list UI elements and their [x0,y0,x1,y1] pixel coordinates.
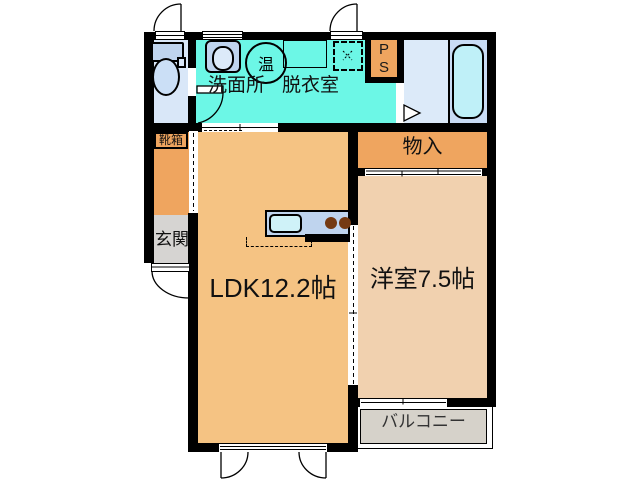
window-toilet [155,31,185,40]
washroom-sliding-door [202,123,278,132]
wall-left [144,32,154,263]
ldk-label: LDK12.2帖 [209,273,337,303]
room-storage [358,132,487,168]
stove-burner-icon [339,217,351,229]
kitchen-sink-icon [269,214,302,233]
window-western-balcony [360,399,447,407]
room-balcony [360,409,487,444]
door-arc [153,3,182,32]
toilet-handle-icon [177,57,186,68]
room-ldk [198,132,348,443]
wall-inner-left [188,213,198,452]
passage-opening [189,131,198,213]
door-arc [220,451,249,479]
bathroom-doorway [396,83,404,123]
stove-burner-icon [325,217,337,229]
wall-top [144,32,495,40]
wall-toilet-lower [188,96,196,123]
toilet-bowl-icon [152,58,180,96]
washing-machine-area [333,41,363,71]
washroom-label: 洗面所 [208,75,266,96]
door-arc [329,3,358,32]
storage-label: 物入 [402,136,443,158]
bathtub-icon [452,44,484,119]
wall-right [487,32,496,407]
kitchen-counter-edge [305,234,350,242]
room-bathroom [404,40,448,123]
vanity-bowl-icon [212,46,234,71]
entrance-door-arc [151,270,190,299]
kitchen-table-outline [246,237,312,247]
pipe-space [371,40,397,77]
water-heater-icon: 温 [245,42,287,84]
door-arc [298,451,327,479]
water-heater-label: 温 [257,57,274,74]
ldk-western-sliding-door [349,225,358,385]
wall-divider-lower [348,385,358,452]
shoe-box [154,132,188,149]
toilet-doorway [188,68,196,96]
dressing-room-label: 脱衣室 [282,75,340,96]
shoe-box-label: 靴箱 [158,133,183,147]
wall-toilet-upper [188,40,196,68]
entrance-label: 玄関 [155,230,189,249]
storage-sliding-door [365,169,482,176]
entrance-door-sill [151,263,190,272]
pipe-space-label: P S [371,41,397,77]
window-dressing [330,31,363,40]
balcony-label: バルコニー [381,412,466,431]
pipe-space-letter-p: P [378,41,389,58]
pipe-space-letter-s: S [378,59,389,76]
window-ldk-south [219,444,327,452]
window-washroom [202,31,243,40]
washroom-counter [283,40,327,68]
wall-divider-upper [348,123,358,225]
room-western [358,176,487,398]
western-room-label: 洋室7.5帖 [369,266,476,293]
room-entrance [154,215,190,263]
wall-middle [154,123,495,132]
